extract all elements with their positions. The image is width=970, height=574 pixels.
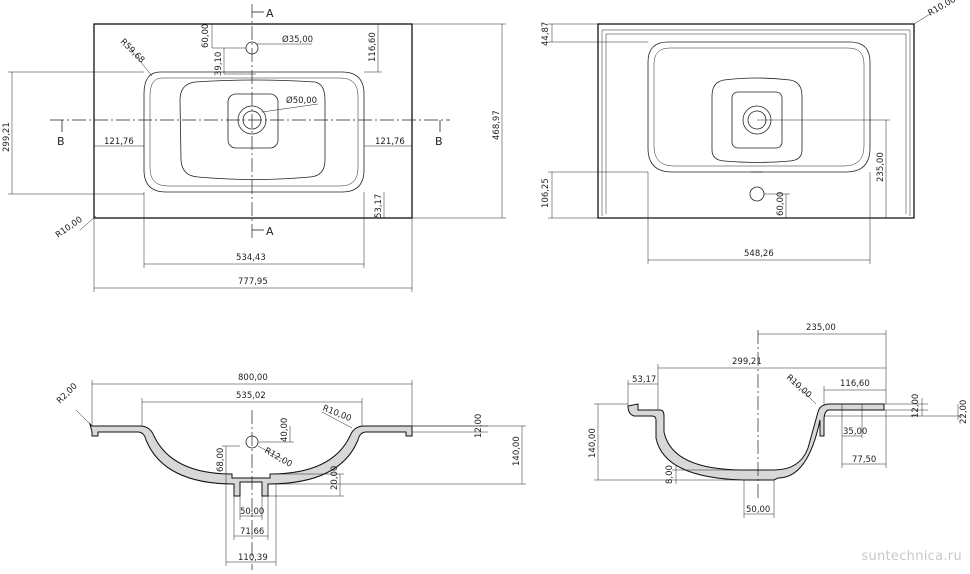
dim-rear-235: 235,00	[876, 152, 886, 182]
dim-sa-50: 50,00	[240, 507, 264, 517]
dim-top-468: 468,97	[492, 110, 502, 140]
section-b-label-left: B	[57, 135, 65, 148]
dim-sb-235: 235,00	[806, 323, 836, 333]
top-basin-rim	[149, 77, 359, 187]
dim-sb-299: 299,21	[732, 357, 762, 367]
dim-top-121-right: 121,76	[375, 137, 405, 147]
dim-sa-r12: R12,00	[263, 446, 294, 470]
rear-outline	[597, 23, 915, 219]
dim-sb-77: 77,50	[852, 455, 876, 465]
dim-top-r10: R10,00	[54, 215, 85, 241]
dim-top-53: 53,17	[374, 194, 384, 218]
dim-top-534: 534,43	[236, 253, 266, 263]
dim-sa-800: 800,00	[238, 373, 268, 383]
dim-sb-12: 12,00	[911, 394, 921, 418]
dim-top-299: 299,21	[2, 122, 12, 152]
dim-sb-53: 53,17	[632, 375, 656, 385]
dim-top-d50: Ø50,00	[286, 95, 317, 106]
top-outline	[93, 23, 413, 219]
dim-sb-8: 8,00	[665, 465, 675, 484]
dim-sb-35: 35,00	[843, 427, 867, 437]
dim-top-60: 60,00	[201, 24, 211, 48]
section-a-label-bottom: A	[266, 225, 274, 238]
dim-top-r59: R59,68	[118, 37, 146, 65]
dim-sb-140: 140,00	[588, 428, 598, 458]
section-a-profile	[89, 422, 413, 497]
rear-tap-hole	[749, 186, 765, 202]
dim-sb-r10: R10,00	[784, 373, 813, 401]
top-basin-outer	[143, 71, 365, 193]
dim-sa-20: 20,00	[330, 466, 340, 490]
dim-top-777: 777,95	[238, 277, 268, 287]
site-watermark: suntechnica.ru	[861, 549, 962, 564]
dim-top-39: 39,10	[214, 52, 224, 76]
dim-sb-22: 22,00	[959, 400, 969, 424]
dim-rear-44: 44,87	[541, 22, 551, 46]
dim-top-d35: Ø35,00	[282, 34, 313, 45]
top-drain-frame	[227, 93, 279, 149]
dim-sa-71: 71,66	[240, 527, 264, 537]
top-view: A A B B 60,00 39,10 Ø35,00 116,60 R59,68…	[2, 4, 506, 292]
dim-sa-110: 110,39	[238, 553, 268, 563]
dim-sa-68: 68,00	[216, 448, 226, 472]
dim-top-121-left: 121,76	[104, 137, 134, 147]
dim-rear-106: 106,25	[541, 178, 551, 208]
dim-sa-40: 40,00	[280, 418, 290, 442]
dim-sa-r2: R2,00	[55, 381, 80, 406]
dim-sa-535: 535,02	[236, 391, 266, 401]
section-b-profile	[627, 403, 885, 481]
dim-rear-548: 548,26	[744, 249, 774, 259]
rear-basin-outer	[647, 41, 871, 173]
dim-top-116: 116,60	[368, 32, 378, 62]
dim-sa-140: 140,00	[512, 436, 522, 466]
dim-rear-r10: R10,00	[927, 0, 958, 19]
dim-rear-60: 60,00	[776, 192, 786, 216]
dim-sa-r10: R10,00	[321, 404, 353, 425]
section-a-view: 800,00 535,02 R2,00 R10,00 40,00 R12,00 …	[55, 373, 526, 570]
dim-sb-116: 116,60	[840, 379, 870, 389]
top-basin-bowl	[179, 79, 326, 180]
rear-view: 44,87 R10,00 235,00 106,25 60,00 548,26	[541, 0, 958, 264]
section-b-view: 235,00 299,21 53,17 R10,00 116,60 12,00 …	[588, 323, 969, 518]
dim-sb-50: 50,00	[746, 505, 770, 515]
rear-drain-base	[711, 77, 803, 163]
section-b-label-right: B	[435, 135, 443, 148]
section-a-label-top: A	[266, 7, 274, 20]
